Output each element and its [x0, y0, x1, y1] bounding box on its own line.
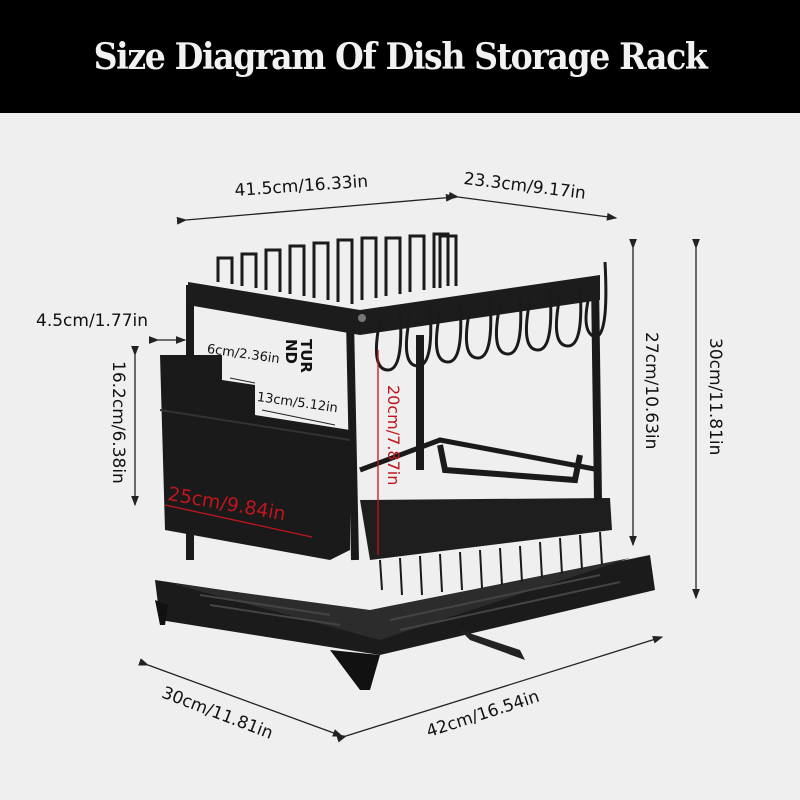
tier-gap-label: 20cm/7.87in [384, 385, 403, 486]
highlight-dimension-lines [164, 350, 379, 555]
lower-basket [359, 437, 612, 596]
utensil-holder [159, 355, 351, 560]
total-height-label: 30cm/11.81in [705, 338, 725, 456]
upper-tier [188, 232, 608, 372]
rack-height-label: 27cm/10.63in [641, 332, 661, 450]
side-offset-label: 4.5cm/1.77in [36, 311, 149, 331]
holder-height-label: 16.2cm/6.38in [108, 361, 128, 484]
page-title: Size Diagram Of Dish Storage Rack [93, 35, 708, 78]
product-text-fragment-2: ND [282, 339, 300, 365]
diagram-area: 41.5cm/16.33in 23.3cm/9.17in 4.5cm/1.77i… [0, 113, 800, 800]
dimension-lines [131, 191, 700, 743]
drip-tray [155, 555, 655, 690]
title-banner: Size Diagram Of Dish Storage Rack [0, 0, 800, 113]
dish-rack-illustration [131, 191, 700, 743]
